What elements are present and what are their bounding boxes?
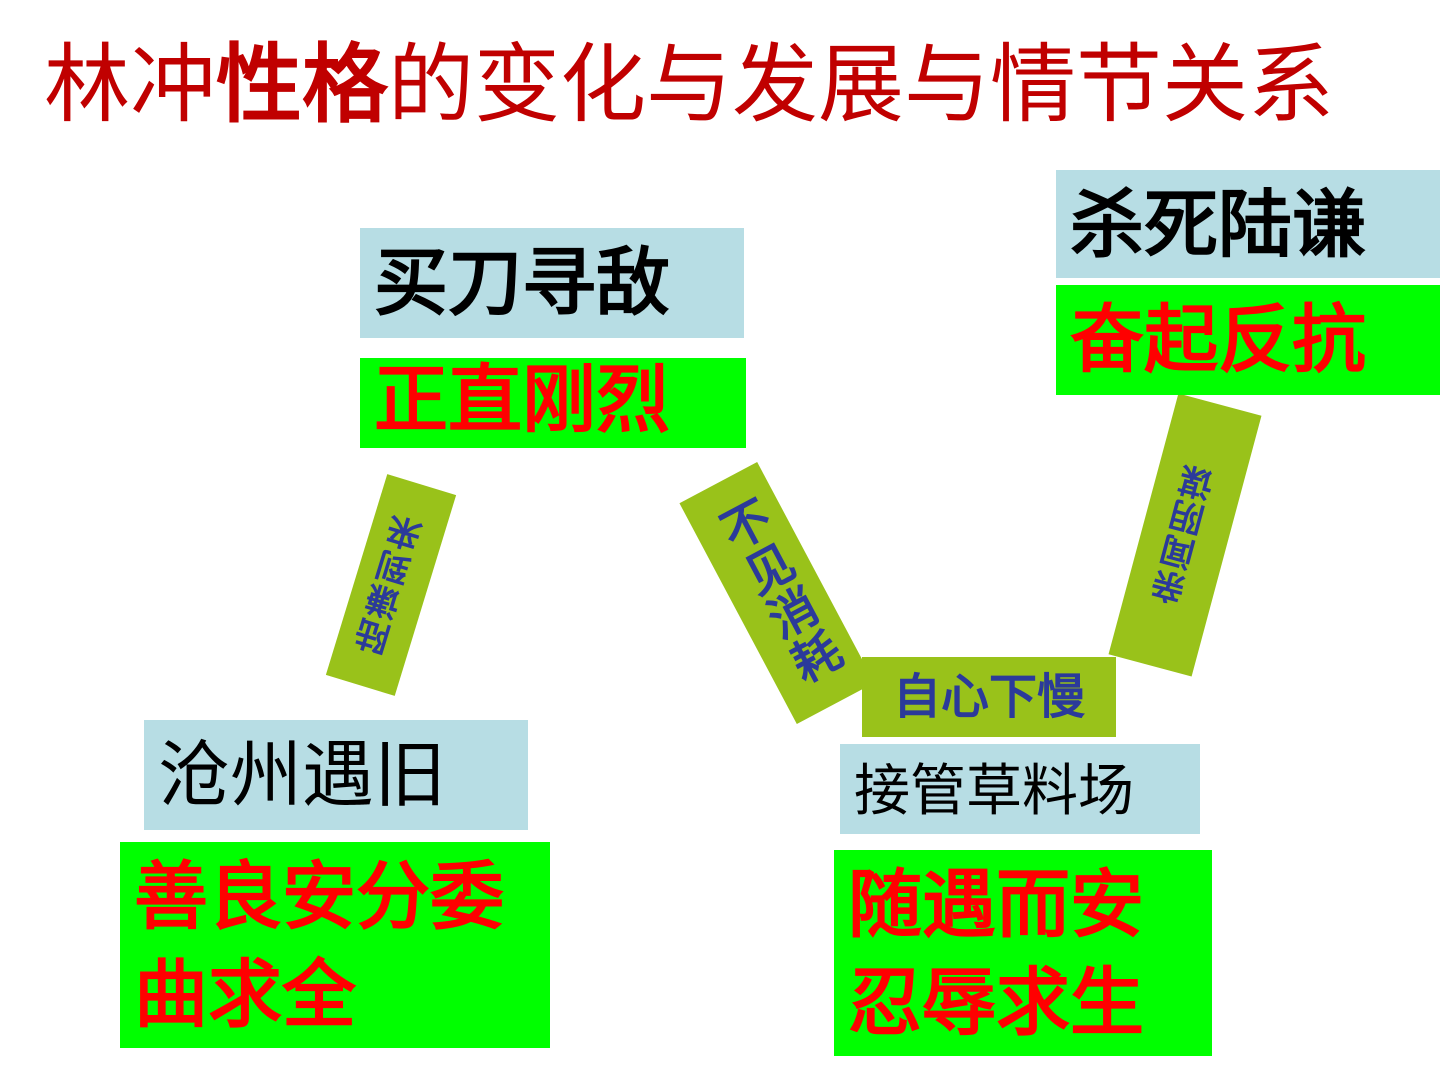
trait-rise-up: 奋起反抗 — [1056, 285, 1440, 395]
event-take-over-label: 接管草料场 — [854, 759, 1134, 824]
trait-kind-line-1: 善良安分委 — [134, 854, 504, 940]
event-take-over: 接管草料场 — [840, 744, 1200, 834]
connector-slowly-label: 自心下慢 — [892, 669, 1085, 725]
trait-content-line-1: 随遇而安 — [848, 862, 1144, 948]
connector-slowly: 自心下慢 — [862, 657, 1116, 737]
event-kill-luqian-label: 杀死陆谦 — [1070, 182, 1366, 268]
connector-overhear: 亲闻阴谋 — [1108, 393, 1262, 677]
trait-content: 随遇而安 忍辱求生 — [834, 850, 1212, 1056]
trait-upright-label: 正直刚烈 — [374, 358, 670, 443]
connector-overhear-label: 亲闻阴谋 — [1147, 460, 1224, 610]
title-part-1: 林冲 — [44, 35, 216, 135]
event-kill-luqian: 杀死陆谦 — [1056, 170, 1440, 278]
trait-kind-line-2: 曲求全 — [134, 952, 356, 1038]
trait-rise-up-label: 奋起反抗 — [1070, 297, 1366, 383]
title-part-emphasis: 性格 — [216, 35, 388, 135]
connector-not-found: 不见消耗 — [679, 461, 875, 725]
page-title: 林冲性格的变化与发展与情节关系 — [44, 30, 1424, 140]
connector-not-found-label: 不见消耗 — [705, 491, 849, 695]
event-meet-old-label: 沧州遇旧 — [158, 733, 447, 817]
trait-kind: 善良安分委 曲求全 — [120, 842, 550, 1048]
event-buy-knife: 买刀寻敌 — [360, 228, 744, 338]
event-meet-old: 沧州遇旧 — [144, 720, 528, 830]
connector-luqian-arrives: 陆谦到来 — [325, 474, 457, 696]
title-part-3: 的变化与发展与情节关系 — [388, 35, 1334, 135]
connector-luqian-arrives-label: 陆谦到来 — [351, 510, 432, 660]
event-buy-knife-label: 买刀寻敌 — [374, 240, 670, 326]
trait-upright: 正直刚烈 — [360, 358, 746, 448]
trait-content-line-2: 忍辱求生 — [848, 960, 1144, 1046]
